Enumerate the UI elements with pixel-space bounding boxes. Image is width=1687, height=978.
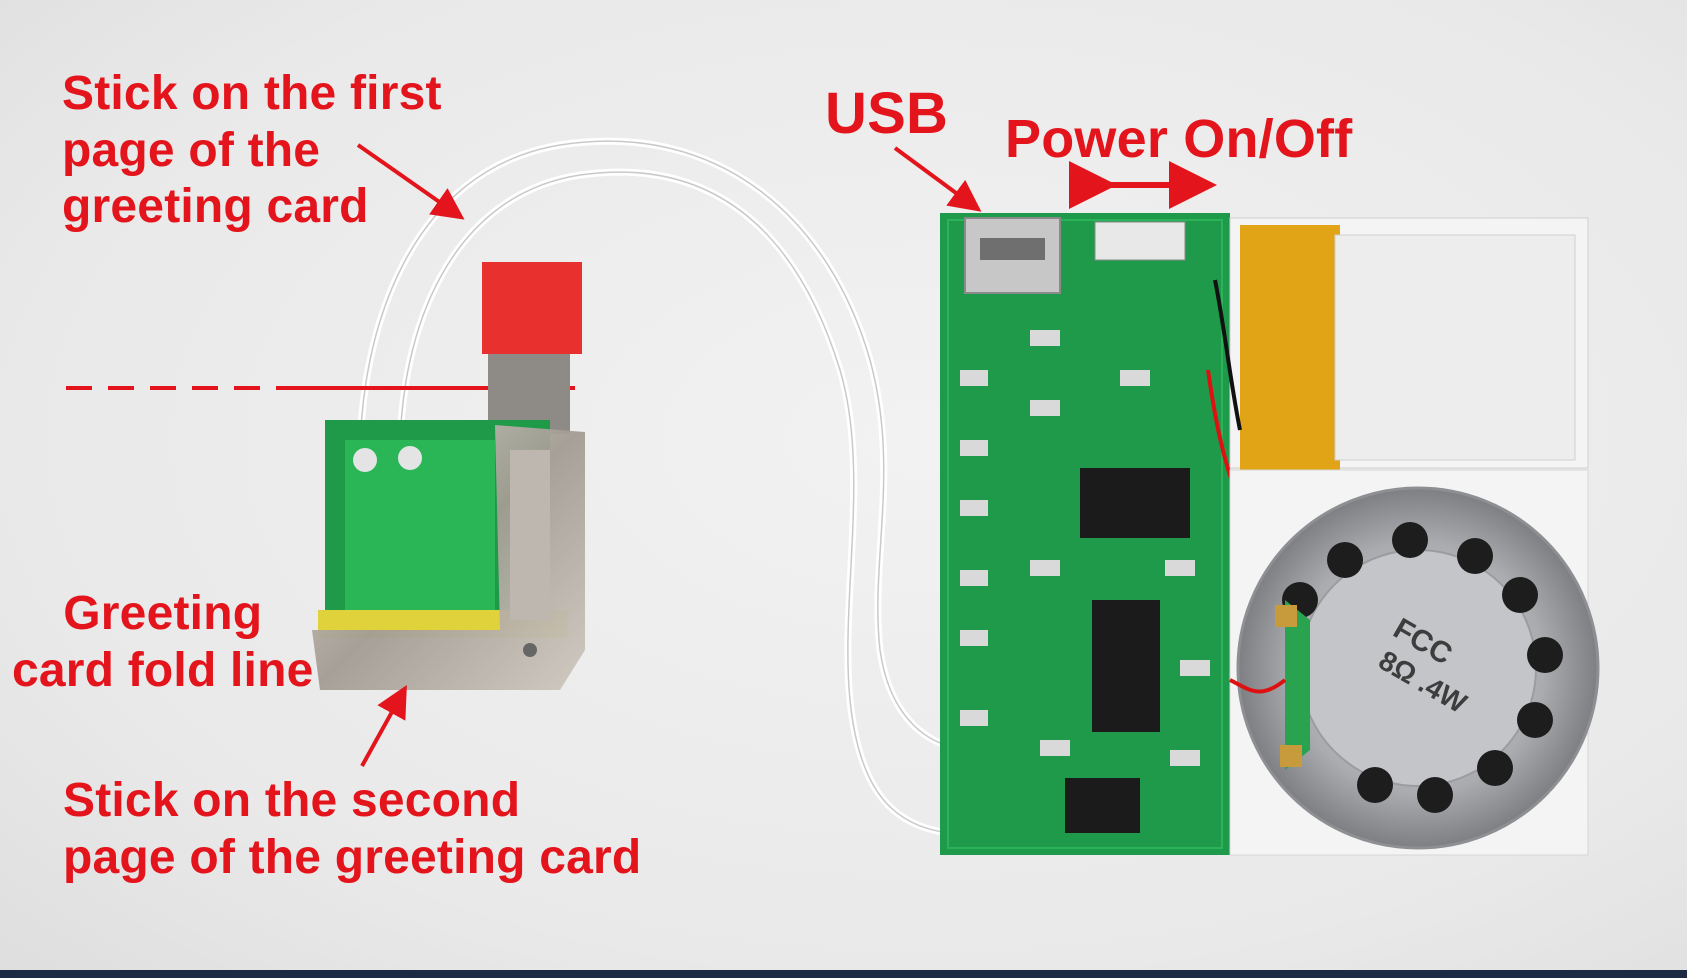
arrow-second-page (360, 685, 407, 767)
label-stick-second-page-line1: Stick on the second (63, 774, 521, 827)
label-power-switch-text: Power On/Off (1005, 109, 1353, 169)
label-stick-second-page-line2: page of the greeting card (63, 830, 642, 884)
speaker: FCC 8Ω .4W (1229, 469, 1600, 856)
annotation-arrows (356, 143, 1217, 767)
main-pcb (940, 213, 1230, 855)
label-fold-line-line1: Greeting (63, 587, 263, 640)
bottom-edge-band (0, 970, 1687, 978)
label-stick-first-page-line2: page of the (62, 123, 321, 177)
label-usb-text: USB (825, 81, 949, 146)
label-power-switch: Power On/Off (1005, 108, 1352, 172)
arrow-first-page (356, 143, 465, 220)
label-fold-line: Greeting card fold line (12, 586, 314, 699)
label-stick-first-page-line3: greeting card (62, 180, 369, 234)
label-stick-first-page: Stick on the first page of the greeting … (62, 66, 442, 236)
battery (1206, 217, 1589, 501)
light-sensor-module (312, 262, 585, 690)
label-usb: USB (825, 80, 948, 148)
arrow-usb (893, 146, 982, 212)
label-stick-first-page-line1: Stick on the first (62, 67, 442, 120)
label-stick-second-page: Stick on the second page of the greeting… (63, 773, 641, 886)
label-fold-line-line2: card fold line (12, 643, 314, 697)
